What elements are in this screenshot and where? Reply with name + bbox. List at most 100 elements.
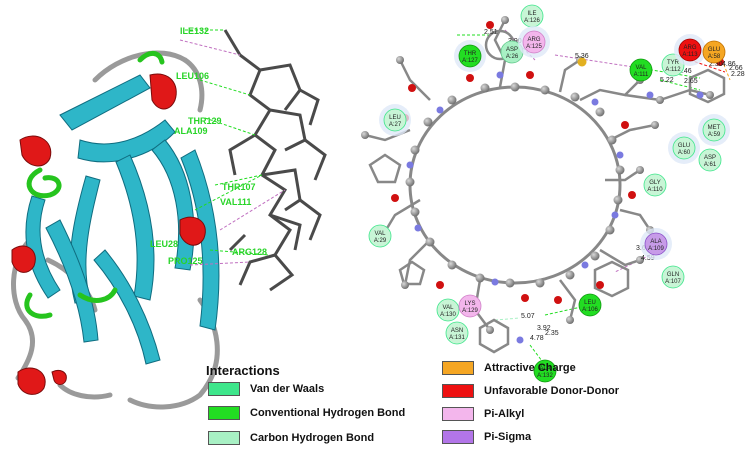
residue-circle — [383, 108, 407, 132]
other-interaction-lines — [179, 39, 286, 266]
residue-name: ARG — [683, 45, 696, 51]
residue-number: A:106 — [582, 307, 598, 313]
residue-number: A:111 — [634, 72, 649, 78]
residue-label: THR129 — [188, 116, 222, 126]
legend-item-van-der-waals: Van der Waals — [208, 382, 324, 396]
legend-label: Pi-Alkyl — [484, 408, 525, 420]
residue-name: TYR — [667, 60, 680, 66]
legend-item-attractive-charge: Attractive Charge — [442, 361, 576, 375]
residue-number: A:132 — [537, 373, 553, 379]
residue-circle — [522, 30, 546, 54]
residue-label: PRO125 — [168, 256, 203, 266]
legend-label: Pi-Sigma — [484, 431, 532, 443]
residue-name: ILE — [527, 11, 536, 17]
residue-number: A:110 — [647, 187, 663, 193]
residue-number: A:29 — [374, 238, 387, 244]
legend-swatch — [442, 430, 474, 444]
hbond-lines — [185, 29, 271, 256]
legend-swatch — [442, 384, 474, 398]
helix-segments — [11, 73, 206, 395]
residue-number: A:131 — [449, 335, 465, 341]
residue-circle — [368, 224, 392, 248]
residue-number: A:61 — [704, 162, 717, 168]
residue-label: LEU106 — [176, 71, 209, 81]
residue-name: VAL — [443, 305, 455, 311]
residue-name: MET — [708, 125, 721, 131]
residue-circle — [458, 44, 482, 68]
legend-swatch — [208, 382, 240, 396]
residue-name: ASN — [451, 328, 463, 334]
distance-label: 3.92 — [537, 325, 551, 332]
residue-name: THR — [464, 51, 477, 57]
legend-item-pi-alkyl: Pi-Alkyl — [442, 407, 524, 421]
legend-swatch — [208, 406, 240, 420]
residue-circle — [702, 118, 726, 142]
legend-swatch — [442, 407, 474, 421]
macrocycle-backbone — [408, 85, 622, 285]
residue-number: A:59 — [708, 132, 721, 138]
residue-number: A:60 — [678, 150, 691, 156]
legend-item-carbon-hydrogen-bond: Carbon Hydrogen Bond — [208, 431, 374, 445]
residue-circle — [698, 148, 722, 172]
residue-name: ASP — [704, 155, 716, 161]
legend-label: Van der Waals — [250, 383, 325, 395]
legend-item-unfavorable-donor-donor: Unfavorable Donor-Donor — [442, 384, 619, 398]
legend-label: Conventional Hydrogen Bond — [250, 407, 406, 419]
residue-number: A:129 — [462, 308, 478, 314]
residue-label: LEU28 — [150, 239, 178, 249]
legend-title: Interactions — [206, 363, 280, 378]
turn-segments — [24, 51, 165, 319]
residue-label: ILE132 — [180, 26, 209, 36]
residue-label: THR107 — [222, 182, 256, 192]
distance-label: 2.30 — [709, 61, 723, 68]
residue-circle — [578, 293, 602, 317]
residue-number: A:109 — [648, 246, 664, 252]
residue-number: A:126 — [524, 18, 540, 24]
residue-name: GLU — [708, 47, 720, 53]
residue-name: GLU — [678, 143, 690, 149]
beta-strands — [25, 74, 220, 365]
distance-label: 2.35 — [545, 330, 559, 337]
residue-number: A:125 — [526, 44, 542, 50]
distance-label: 5.07 — [521, 313, 535, 320]
distance-label: 2.65 — [684, 78, 698, 85]
residue-name: LYS — [465, 301, 476, 307]
residue-label: ALA109 — [174, 126, 208, 136]
residue-circle — [678, 38, 702, 62]
residue-name: ARG — [527, 37, 540, 43]
2d-interaction-map-panel: 2.51 3.90 5.36 2.46 5.22 2.65 2.30 4.86 … — [361, 4, 745, 383]
residue-name: VAL — [375, 231, 387, 237]
residue-circle — [629, 58, 653, 82]
residue-circle — [672, 136, 696, 160]
residue-name: LEU — [389, 115, 401, 121]
distance-label: 4.78 — [530, 335, 544, 342]
legend-swatch — [208, 431, 240, 445]
distance-label: 2.51 — [484, 29, 498, 36]
residue-number: A:58 — [708, 54, 721, 60]
residue-number: A:26 — [506, 54, 519, 60]
residue-name: ASP — [506, 47, 518, 53]
residue-labels: ILE132 LEU106 THR129 ALA109 THR107 VAL11… — [150, 26, 267, 266]
legend-label: Unfavorable Donor-Donor — [484, 385, 620, 397]
residue-circle — [445, 321, 469, 345]
residue-number: A:112 — [665, 67, 681, 73]
residue-circle — [661, 265, 685, 289]
ribbon-structure-panel: ILE132 LEU106 THR129 ALA109 THR107 VAL11… — [11, 26, 327, 410]
legend-item-pi-sigma: Pi-Sigma — [442, 430, 531, 444]
residue-name: LEU — [584, 300, 596, 306]
